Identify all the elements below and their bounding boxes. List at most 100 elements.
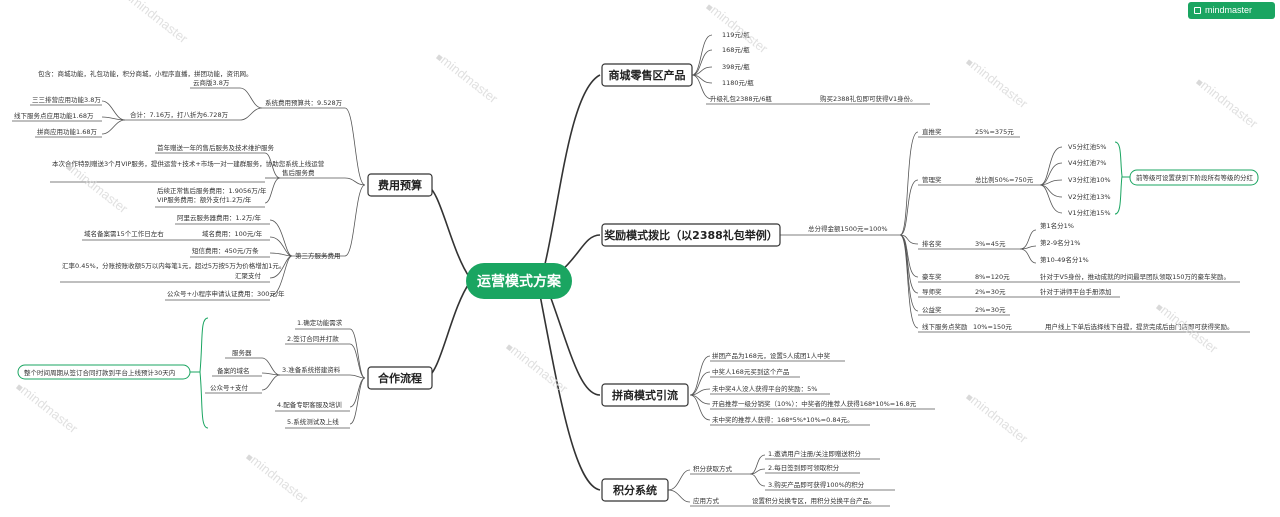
- coop-step: 1.确定功能需求: [297, 318, 343, 327]
- coop-note-box: [17, 364, 191, 380]
- coop-timeline-note: 整个时间周期从签订合同打款到平台上线预计30天内: [24, 368, 175, 377]
- reward-mentor-note: 针对于讲师平台手册添加: [1040, 287, 1112, 296]
- node-budget-title: 费用预算: [378, 178, 422, 192]
- mindmaster-logo-icon: [1194, 7, 1201, 14]
- reward-direct-label: 直推奖: [922, 127, 942, 136]
- reward-items: 总分得金额1500元=100% 直推奖 25%=375元 管理奖 总比例50%=…: [808, 127, 1259, 331]
- points-obtain-item: 1.邀请用户注册/关注即赠送积分: [768, 449, 861, 458]
- reward-offline-value: 10%=150元: [973, 323, 1012, 331]
- manage-note-box: [1129, 169, 1259, 186]
- budget-after-item: 首年赠送一年的售后服务及技术维护服务: [157, 143, 275, 152]
- retail-note: 购买2388礼包即可获得V1身份。: [820, 94, 917, 103]
- budget-third-item: 公众号+小程序申请认证费用：300元/年: [167, 289, 285, 298]
- node-points-title: 积分系统: [613, 483, 657, 497]
- reward-level: V1分红池15%: [1068, 208, 1111, 217]
- connector-coop: [424, 281, 471, 379]
- coop-prep: 公众号+支付: [210, 383, 248, 392]
- reward-charity-label: 公益奖: [922, 305, 942, 314]
- reward-level: V4分红池7%: [1068, 158, 1106, 167]
- reward-level: V2分红池13%: [1068, 192, 1111, 201]
- reward-manage-value: 总比例50%=750元: [975, 175, 1034, 184]
- reward-manage-label: 管理奖: [922, 175, 942, 184]
- reward-level: V3分红池10%: [1068, 175, 1111, 184]
- brackets: [190, 141, 1130, 429]
- budget-system-label: 系统费用预算共：9.528万: [265, 98, 343, 107]
- center-node[interactable]: [466, 263, 572, 299]
- node-reward-title: 奖励模式拨比（以2388礼包举例）: [604, 228, 778, 242]
- node-points[interactable]: [601, 478, 669, 502]
- connector-group: [547, 289, 601, 396]
- group-item: 未中奖4人没人获得平台的奖励：5%: [712, 384, 817, 393]
- reward-manage-note: 前等级可设置获到下阶段所有等级的分红: [1136, 173, 1254, 182]
- node-coop-title: 合作流程: [378, 371, 422, 385]
- budget-third-item: 域名费用：100元/年: [202, 229, 263, 238]
- retail-item: 168元/瓶: [722, 46, 750, 54]
- node-retail-title: 商城零售区产品: [609, 68, 686, 82]
- node-budget[interactable]: [367, 173, 433, 197]
- connector-reward: [559, 234, 601, 273]
- reward-direct-value: 25%=375元: [975, 128, 1014, 136]
- budget-domain-note: 域名备案需15个工作日左右: [84, 229, 164, 238]
- node-reward[interactable]: [601, 223, 781, 247]
- points-obtain-label: 积分获取方式: [693, 464, 733, 473]
- budget-cloud-label: 云商版3.8万: [193, 78, 230, 87]
- reward-rank-item: 第2-9名分1%: [1040, 238, 1080, 247]
- points-obtain-item: 3.购买产品即可获得100%的积分: [768, 480, 865, 489]
- budget-third-label: 第三方服务费用: [295, 251, 341, 260]
- points-items: 积分获取方式 1.邀请用户注册/关注即赠送积分 2.每日签到即可领取积分 3.购…: [693, 449, 876, 505]
- group-item: 开启推荐一级分销奖（10%）：中奖者的推荐人获得168*10%=16.8元: [712, 399, 917, 408]
- coop-prep: 服务器: [232, 348, 252, 357]
- node-coop[interactable]: [367, 366, 433, 390]
- center-title: 运营模式方案: [477, 273, 562, 290]
- budget-pay-note: 汇率0.45%，分账按账收额5万以内每笔1元，超过5万按5万为价格增加1元。: [62, 261, 285, 270]
- connector-budget: [424, 184, 471, 279]
- reward-rank-item: 第10-49名分1%: [1040, 255, 1089, 264]
- budget-subtotal-item: 线下服务点应用功能1.68万: [14, 111, 94, 120]
- connector-points: [539, 294, 601, 491]
- coop-step: 2.签订合同并打款: [287, 334, 339, 343]
- budget-third-item: 阿里云服务器费用：1.2万/年: [177, 213, 262, 222]
- retail-items: 119元/瓶 168元/瓶 398元/瓶 1180元/瓶 升级礼包2388元/6…: [710, 31, 917, 103]
- budget-items: 系统费用预算共：9.528万 云商版3.8万 包含：商城功能，礼包功能，积分商城…: [14, 69, 343, 298]
- budget-subtotal-item: 三三排营应用功能3.8万: [32, 95, 101, 104]
- mindmaster-logo[interactable]: mindmaster: [1188, 2, 1275, 19]
- points-use-label: 应用方式: [693, 496, 720, 505]
- reward-rank-value: 3%=45元: [975, 240, 1006, 248]
- node-retail[interactable]: [601, 63, 693, 87]
- retail-item: 升级礼包2388元/6瓶: [710, 94, 772, 103]
- points-use-note: 设置积分兑换专区，用积分兑换平台产品。: [752, 496, 876, 505]
- sub-connectors: [12, 34, 1250, 507]
- budget-subtotal-item: 拼商应用功能1.68万: [37, 127, 97, 136]
- retail-item: 1180元/瓶: [722, 79, 754, 87]
- reward-total: 总分得金额1500元=100%: [808, 224, 888, 233]
- coop-step: 5.系统测试及上线: [287, 417, 339, 426]
- budget-subtotal-label: 合计：7.16万，打八折为6.728万: [130, 110, 229, 119]
- group-item: 中奖人168元买到这个产品: [712, 367, 789, 376]
- retail-item: 398元/瓶: [722, 63, 750, 71]
- reward-mentor-value: 2%=30元: [975, 288, 1006, 296]
- coop-prep: 备案的域名: [217, 366, 250, 375]
- coop-items: 1.确定功能需求 2.签订合同并打款 3.准备系统搭建资料 4.配备专职客服及培…: [17, 318, 343, 426]
- reward-car-note: 针对于V5身份，推动成就的时间最早团队领取150万的豪车奖励。: [1040, 272, 1230, 281]
- reward-offline-note: 用户线上下单后选择线下自提，提货完成后由门店即可获得奖励。: [1045, 322, 1234, 331]
- node-group[interactable]: [601, 383, 689, 407]
- logo-text: mindmaster: [1205, 5, 1253, 15]
- reward-rank-item: 第1名分1%: [1040, 221, 1074, 230]
- reward-offline-label: 线下服务点奖励: [922, 322, 968, 331]
- main-connectors: [424, 74, 601, 491]
- budget-after-item: 本次合作特别赠送3个月VIP服务，提供运营+技术+市场一对一建群服务，协助您系统…: [52, 159, 325, 168]
- budget-third-item: 汇聚支付: [235, 271, 262, 280]
- main-nodes: 商城零售区产品 奖励模式拨比（以2388礼包举例） 拼商模式引流 积分系统 费用…: [367, 63, 781, 502]
- group-item: 拼团产品为168元，设置5人成团1人中奖: [712, 351, 831, 360]
- group-item: 未中奖的推荐人获得：168*5%*10%=0.84元。: [712, 415, 854, 424]
- coop-step: 4.配备专职客服及培训: [277, 400, 342, 409]
- points-obtain-item: 2.每日签到即可领取积分: [768, 463, 840, 472]
- connector-retail: [544, 74, 601, 265]
- coop-step: 3.准备系统搭建资料: [282, 365, 341, 374]
- reward-charity-value: 2%=30元: [975, 306, 1006, 314]
- reward-rank-label: 排名奖: [922, 239, 942, 248]
- reward-mentor-label: 导师奖: [922, 287, 942, 296]
- reward-level: V5分红池5%: [1068, 142, 1106, 151]
- budget-after-label: 售后服务费: [282, 168, 315, 177]
